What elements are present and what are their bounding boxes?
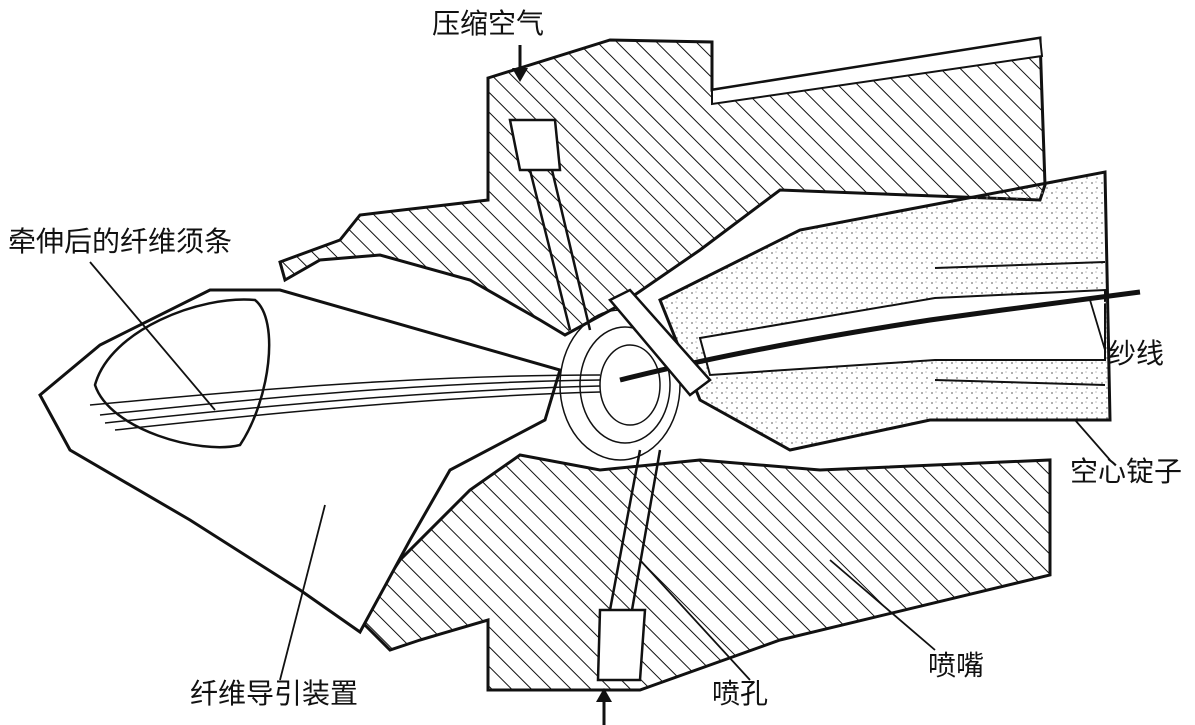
label-nozzle-hole: 喷孔 (712, 677, 769, 710)
fiber-strand (89, 374, 601, 431)
spindle-bore-line (934, 379, 1106, 386)
jet-channel (528, 169, 572, 331)
label-drafted-fiber: 牵伸后的纤维须条 (8, 225, 233, 258)
label-nozzle: 喷嘴 (928, 649, 985, 682)
label-hollow-spindle: 空心锭子 (1070, 455, 1183, 488)
jet-channel (630, 449, 662, 611)
jet-channel (608, 449, 642, 611)
spindle-bore-line (934, 261, 1106, 269)
jet-hole-lower (596, 608, 647, 682)
air-arrow-top (512, 45, 528, 82)
label-compressed-air: 压缩空气 (432, 7, 545, 40)
air-arrow-bottom (596, 688, 612, 725)
top-bevel (711, 36, 1044, 106)
jet-channel (550, 169, 592, 331)
jet-hole-upper (508, 118, 562, 172)
leader-lines (89, 261, 1111, 681)
label-yarn: 纱线 (1108, 337, 1165, 370)
label-fiber-guide: 纤维导引装置 (190, 677, 359, 710)
jet-pin (608, 288, 712, 397)
